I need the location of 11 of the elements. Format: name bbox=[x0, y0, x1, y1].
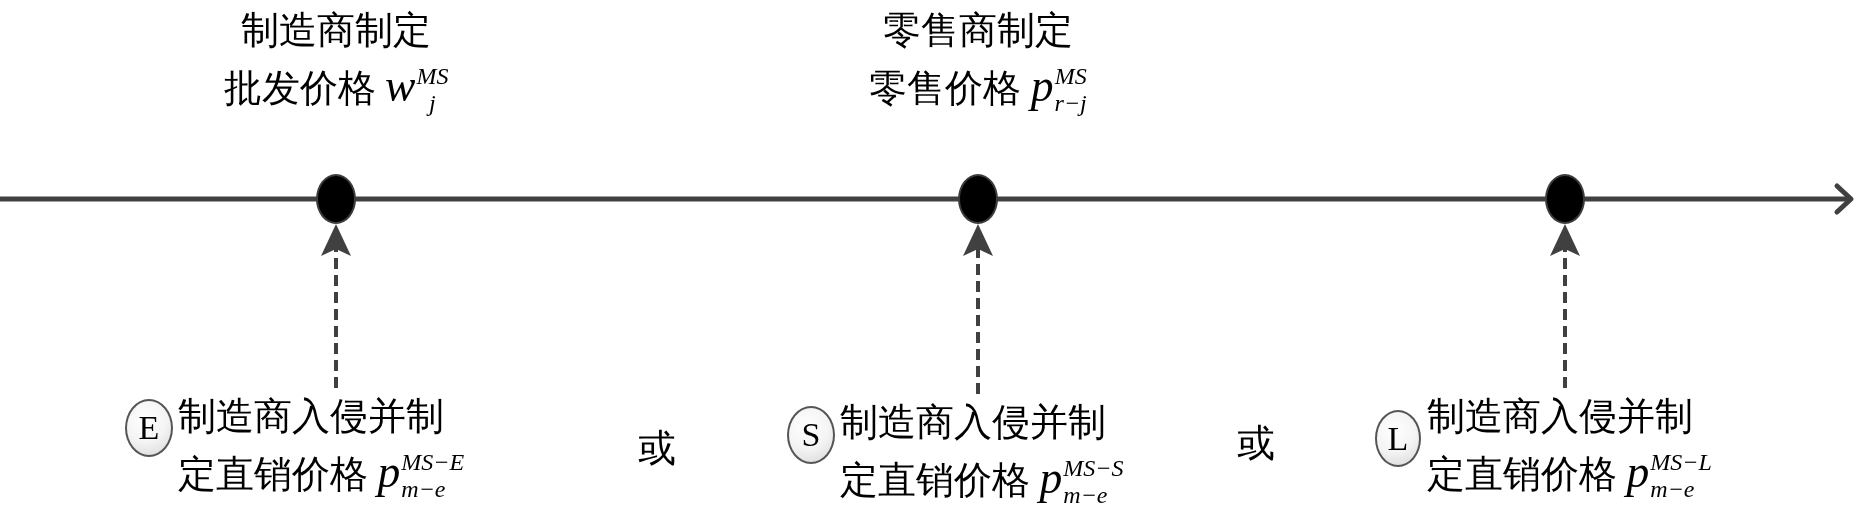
dashed-arrow bbox=[321, 224, 351, 388]
timeline-dot bbox=[1545, 174, 1585, 224]
timeline-dot bbox=[958, 174, 998, 224]
dashed-arrow bbox=[1550, 224, 1580, 388]
timeline-dot bbox=[316, 174, 356, 224]
letter-circle: S bbox=[787, 406, 835, 464]
or-text: 或 bbox=[1237, 421, 1275, 465]
or-text: 或 bbox=[638, 426, 676, 470]
letter-circle: E bbox=[125, 399, 173, 457]
dashed-arrow bbox=[963, 224, 993, 394]
letter-circle: L bbox=[1375, 410, 1421, 467]
